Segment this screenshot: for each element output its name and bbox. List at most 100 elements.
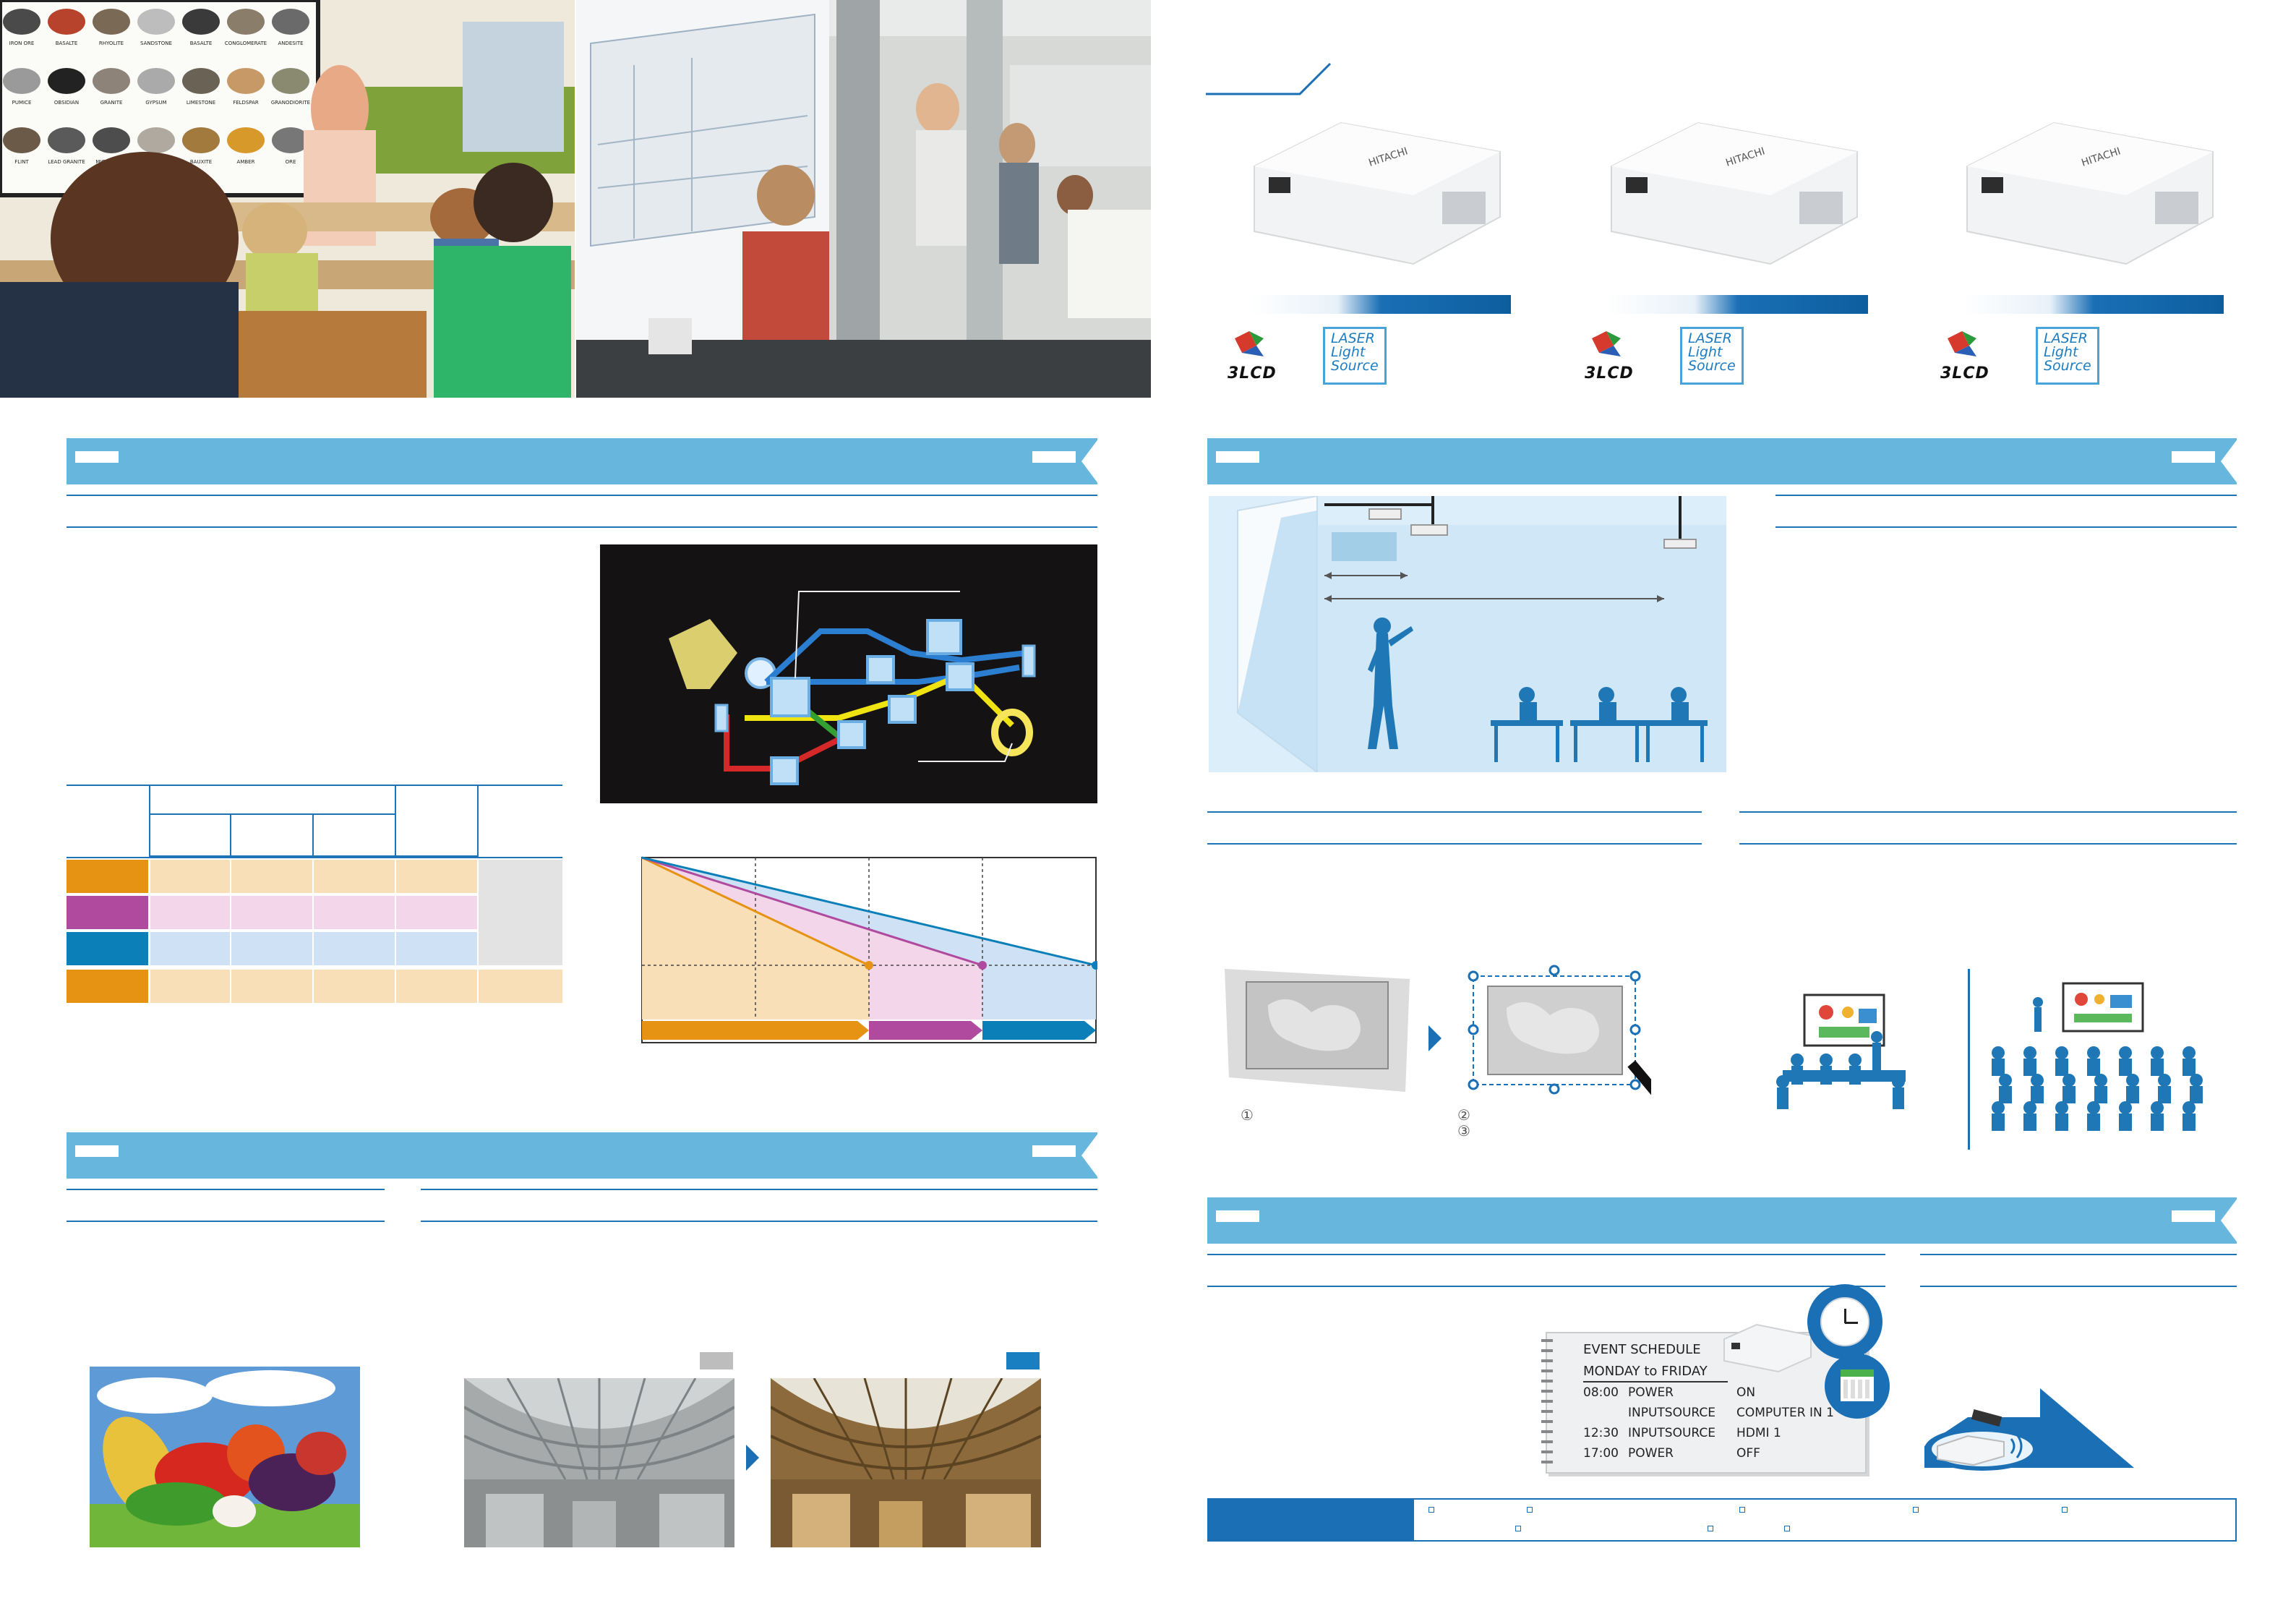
audience-person-head — [2119, 1046, 2132, 1059]
large-audience-illustration — [1984, 980, 2222, 1136]
rock-sample — [182, 9, 220, 35]
chart-point-1 — [978, 960, 987, 970]
table-vline-1 — [149, 785, 150, 857]
sub-a-rule-top — [1207, 811, 1702, 813]
schedule-action: INPUTSOURCE — [1628, 1406, 1716, 1420]
schedule-value: OFF — [1736, 1446, 1760, 1461]
rock-label: LEAD GRANITE — [48, 159, 85, 165]
rock-sample — [182, 127, 220, 153]
audience-person-body — [2094, 1086, 2107, 1103]
schedule-row: INPUTSOURCE COMPUTER IN 1 — [1583, 1406, 1858, 1424]
audience-person-head — [2031, 1074, 2044, 1087]
rock-label: RHYOLITE — [99, 40, 124, 46]
audience-person-body — [2126, 1086, 2139, 1103]
bottom-bar-checkbox — [1913, 1507, 1919, 1513]
schedule-subtitle: MONDAY to FRIDAY — [1583, 1364, 1708, 1379]
row-1-key — [67, 860, 148, 893]
arrow-right-icon — [1428, 1025, 1442, 1051]
chart-band-1 — [869, 1021, 982, 1040]
rock-label: GYPSUM — [145, 100, 166, 106]
audience-person-body — [2023, 1114, 2036, 1131]
after-tag — [1006, 1352, 1040, 1369]
rock-label: FELDSPAR — [233, 100, 259, 106]
office-photo — [576, 0, 1151, 398]
audience-person-body — [2158, 1086, 2171, 1103]
install-text-rule-top — [1775, 495, 2237, 496]
rock-sample — [48, 9, 85, 35]
table-vline-4 — [395, 785, 396, 857]
rock-sample — [137, 68, 175, 94]
rock-sample — [3, 68, 40, 94]
audience-person-head — [2183, 1046, 2196, 1059]
table-vline-3 — [312, 815, 314, 857]
vertical-divider — [1968, 969, 1970, 1150]
step-three-label: ③ — [1457, 1124, 1470, 1140]
row-2-key — [67, 896, 148, 929]
schedule-projector-icon — [1723, 1323, 1812, 1373]
schedule-rule-top — [1207, 1254, 1885, 1255]
audience-person-head — [2087, 1101, 2100, 1114]
projector-column-2: HITACHI 3LCD LASER Light Source — [1579, 108, 1868, 398]
bottom-bar-checkbox — [1739, 1507, 1745, 1513]
band-notch — [1081, 438, 1099, 484]
audience-person-body — [2190, 1086, 2203, 1103]
audience-person-body — [2119, 1059, 2132, 1076]
audience-person-head — [2062, 1074, 2076, 1087]
rock-label: PUMICE — [12, 100, 32, 106]
calendar-icon — [1825, 1354, 1890, 1419]
laser-line-2: Light — [1688, 344, 1723, 360]
row-4-values — [150, 970, 562, 1003]
audience-person-head — [2183, 1101, 2196, 1114]
audience-person-head — [2158, 1074, 2171, 1087]
section-2-rule-b-top — [421, 1189, 1097, 1190]
rock-label: BASALTE — [190, 40, 213, 46]
rock-label: BASALTE — [56, 40, 78, 46]
calendar-grid — [1843, 1380, 1871, 1398]
row-3-values — [150, 932, 477, 965]
audience-person-body — [2031, 1086, 2044, 1103]
audience-person-head — [2190, 1074, 2203, 1087]
schedule-rule-bottom — [1207, 1286, 1885, 1287]
3lcd-logo-1: 3LCD — [1228, 331, 1277, 383]
chart-svg — [641, 856, 1100, 1043]
laser-light-source-logo-1: LASER Light Source — [1323, 327, 1387, 385]
schedule-time: 17:00 — [1583, 1446, 1619, 1461]
calendar-header — [1841, 1369, 1874, 1377]
rock-sample — [93, 9, 130, 35]
laser-line-1: LASER — [1331, 330, 1375, 346]
section-band-1 — [67, 438, 1099, 484]
section-band-4 — [1207, 1197, 2238, 1244]
clock-icon — [1807, 1284, 1882, 1359]
band-notch — [1081, 1132, 1099, 1179]
table-vline-5 — [477, 785, 479, 857]
table-col-sep-1 — [230, 860, 231, 1003]
product-band-2 — [1579, 295, 1868, 314]
comparison-table — [67, 785, 562, 1009]
chart-series-line-2 — [641, 856, 1097, 967]
table-col-sep-4 — [477, 970, 479, 1003]
band-notch — [2221, 1197, 2238, 1244]
audience-person-head — [1999, 1074, 2012, 1087]
schedule-title: EVENT SCHEDULE — [1583, 1342, 1701, 1357]
projector-column-1: HITACHI 3LCD LASER Light Source — [1222, 108, 1511, 398]
section-band-2 — [67, 1132, 1099, 1179]
rock-sample — [137, 9, 175, 35]
calendar-sheet — [1841, 1369, 1874, 1401]
rock-sample — [227, 9, 265, 35]
sub-a-rule-bottom — [1207, 843, 1702, 845]
clock-hand-minute — [1845, 1322, 1858, 1324]
header-slash-line — [1206, 62, 1332, 95]
band-tab-left — [1216, 1210, 1259, 1222]
section-band-3 — [1207, 438, 2238, 484]
product-band-3 — [1935, 295, 2224, 314]
spiral-binding — [1541, 1339, 1553, 1466]
table-vline-2 — [230, 815, 231, 857]
projector-image-3: HITACHI — [1966, 121, 2214, 265]
clock-hand-hour — [1844, 1309, 1846, 1323]
table-rule-mid — [67, 857, 562, 858]
schedule-row: 17:00 POWER OFF — [1583, 1446, 1858, 1465]
schedule-time: 12:30 — [1583, 1426, 1619, 1440]
section-2-rule-b-bottom — [421, 1221, 1097, 1222]
laser-light-source-logo-2: LASER Light Source — [1680, 327, 1744, 385]
